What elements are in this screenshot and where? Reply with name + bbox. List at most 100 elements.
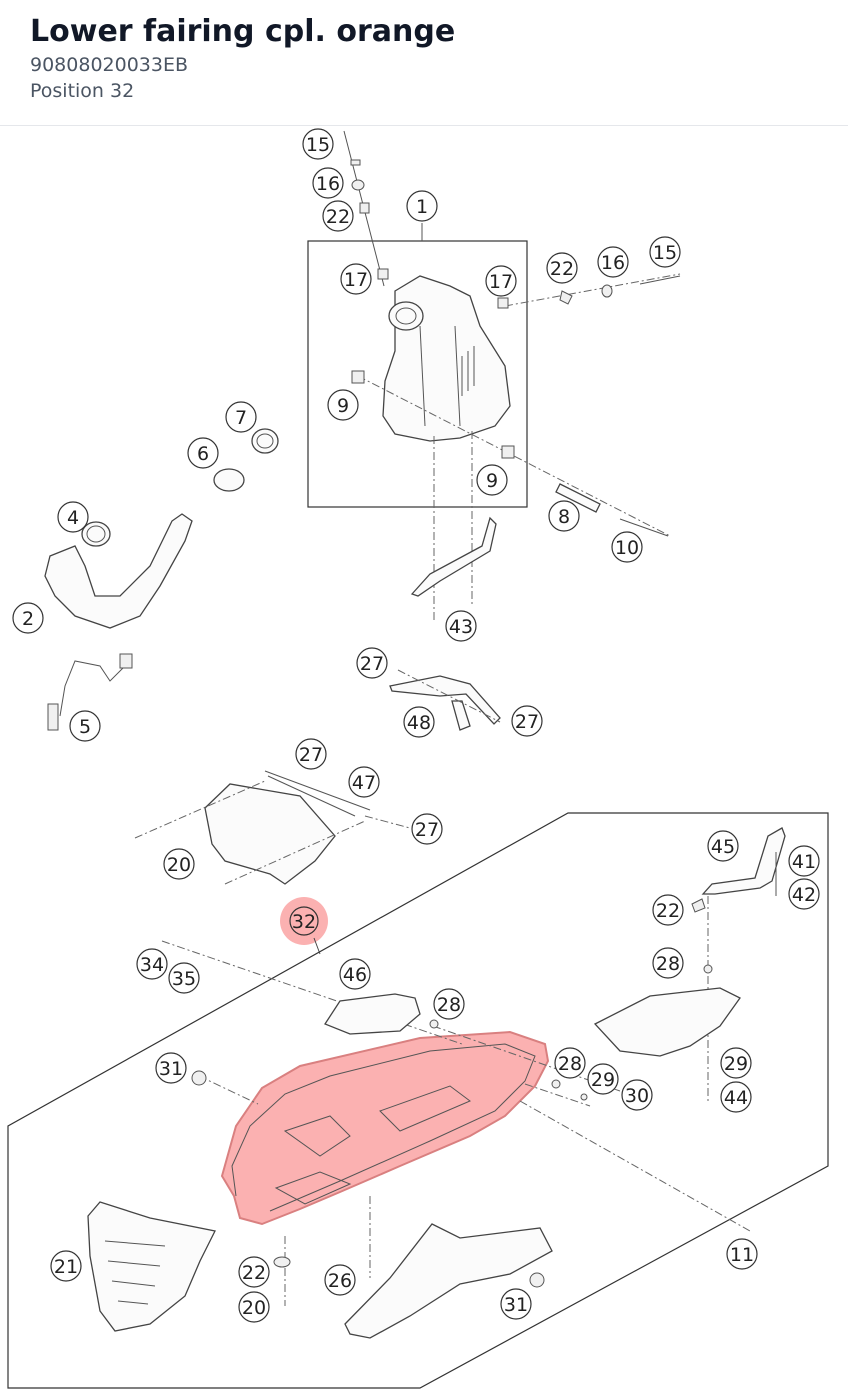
- callout-label: 7: [235, 407, 247, 429]
- callout-7[interactable]: 7: [225, 401, 257, 433]
- bracket-48: [389, 669, 501, 731]
- callout-28b[interactable]: 28: [433, 988, 465, 1020]
- callout-48[interactable]: 48: [403, 706, 435, 738]
- callout-label: 22: [326, 206, 350, 228]
- callout-10[interactable]: 10: [611, 531, 643, 563]
- callout-27c[interactable]: 27: [295, 738, 327, 770]
- callout-31a[interactable]: 31: [155, 1052, 187, 1084]
- callout-label: 47: [352, 772, 376, 794]
- callout-5[interactable]: 5: [69, 710, 101, 742]
- callout-20b[interactable]: 20: [238, 1291, 270, 1323]
- callout-8[interactable]: 8: [548, 500, 580, 532]
- callout-label: 30: [625, 1085, 649, 1107]
- callout-label: 48: [407, 712, 431, 734]
- lambda-sensor: [47, 653, 133, 731]
- callout-label: 8: [558, 506, 570, 528]
- callout-label: 16: [316, 173, 340, 195]
- callout-6[interactable]: 6: [187, 437, 219, 469]
- callout-22c[interactable]: 22: [652, 894, 684, 926]
- fairing-group-frame: [7, 812, 829, 1389]
- callout-label: 45: [711, 836, 735, 858]
- callout-32-selected[interactable]: 32: [280, 897, 328, 955]
- callout-22d[interactable]: 22: [238, 1256, 270, 1288]
- callout-41[interactable]: 41: [788, 845, 820, 877]
- upper-inner-fairing: [134, 770, 411, 885]
- part-header: Lower fairing cpl. orange 90808020033EB …: [0, 0, 848, 126]
- callout-31b[interactable]: 31: [500, 1288, 532, 1320]
- lower-fairing-highlight[interactable]: [220, 1030, 550, 1226]
- callout-47[interactable]: 47: [348, 766, 380, 798]
- callout-22a[interactable]: 22: [322, 200, 354, 232]
- part-position: Position 32: [30, 80, 135, 102]
- callout-9a[interactable]: 9: [327, 389, 359, 421]
- callout-27b[interactable]: 27: [511, 705, 543, 737]
- callout-label: 41: [792, 851, 816, 873]
- callout-label: 27: [515, 711, 539, 733]
- top-hardware: [343, 130, 681, 621]
- callout-label: 31: [504, 1294, 528, 1316]
- callout-label: 35: [172, 968, 196, 990]
- bracket-43: [410, 516, 497, 597]
- callout-label: 27: [360, 653, 384, 675]
- callout-26[interactable]: 26: [324, 1264, 356, 1296]
- callout-label: 15: [306, 134, 330, 156]
- callout-9b[interactable]: 9: [476, 464, 508, 496]
- callout-label: 28: [437, 994, 461, 1016]
- callout-label: 10: [615, 537, 639, 559]
- callout-label: 32: [292, 911, 316, 933]
- lower-assembly-lines: [161, 940, 751, 1306]
- callout-label: 20: [242, 1297, 266, 1319]
- callout-29a[interactable]: 29: [587, 1063, 619, 1095]
- callout-label: 9: [337, 395, 349, 417]
- callout-30[interactable]: 30: [621, 1079, 653, 1111]
- callout-27a[interactable]: 27: [356, 647, 388, 679]
- callout-label: 28: [656, 953, 680, 975]
- callout-label: 22: [242, 1262, 266, 1284]
- callout-16a[interactable]: 16: [312, 167, 344, 199]
- side-panel-21: [87, 1201, 216, 1332]
- callout-label: 43: [449, 616, 473, 638]
- callout-21[interactable]: 21: [50, 1250, 82, 1282]
- callout-29b[interactable]: 29: [720, 1047, 752, 1079]
- callout-28c[interactable]: 28: [554, 1047, 586, 1079]
- callout-label: 21: [54, 1256, 78, 1278]
- callout-34[interactable]: 34: [136, 948, 168, 980]
- callout-35[interactable]: 35: [168, 962, 200, 994]
- callout-label: 31: [159, 1058, 183, 1080]
- callout-45[interactable]: 45: [707, 830, 739, 862]
- callout-11[interactable]: 11: [726, 1238, 758, 1270]
- callout-22b[interactable]: 22: [546, 252, 578, 284]
- callout-17b[interactable]: 17: [485, 265, 517, 297]
- callout-43[interactable]: 43: [445, 610, 477, 642]
- callout-2[interactable]: 2: [12, 602, 44, 634]
- callout-label: 28: [558, 1053, 582, 1075]
- callout-label: 11: [730, 1244, 754, 1266]
- part-number: 90808020033EB: [30, 54, 189, 76]
- belly-pan-31: [344, 1223, 553, 1339]
- silencer: [382, 275, 511, 442]
- callout-4[interactable]: 4: [57, 501, 89, 533]
- callout-label: 29: [591, 1069, 615, 1091]
- callout-27d[interactable]: 27: [411, 813, 443, 845]
- callout-46[interactable]: 46: [339, 958, 371, 990]
- callout-28a[interactable]: 28: [652, 947, 684, 979]
- callout-label: 9: [486, 470, 498, 492]
- callout-15b[interactable]: 15: [649, 236, 681, 268]
- callout-label: 17: [344, 269, 368, 291]
- callout-label: 34: [140, 954, 164, 976]
- callout-label: 29: [724, 1053, 748, 1075]
- callout-17a[interactable]: 17: [340, 263, 372, 295]
- header-pipe: [44, 513, 193, 629]
- callout-44[interactable]: 44: [720, 1081, 752, 1113]
- callout-20a[interactable]: 20: [163, 848, 195, 880]
- callout-1[interactable]: 1: [406, 190, 438, 222]
- callout-42[interactable]: 42: [788, 878, 820, 910]
- callout-label: 46: [343, 964, 367, 986]
- callout-label: 22: [656, 900, 680, 922]
- silencer-group-frame: [307, 240, 528, 508]
- callout-label: 1: [416, 196, 428, 218]
- callout-15a[interactable]: 15: [302, 128, 334, 160]
- callout-16b[interactable]: 16: [597, 246, 629, 278]
